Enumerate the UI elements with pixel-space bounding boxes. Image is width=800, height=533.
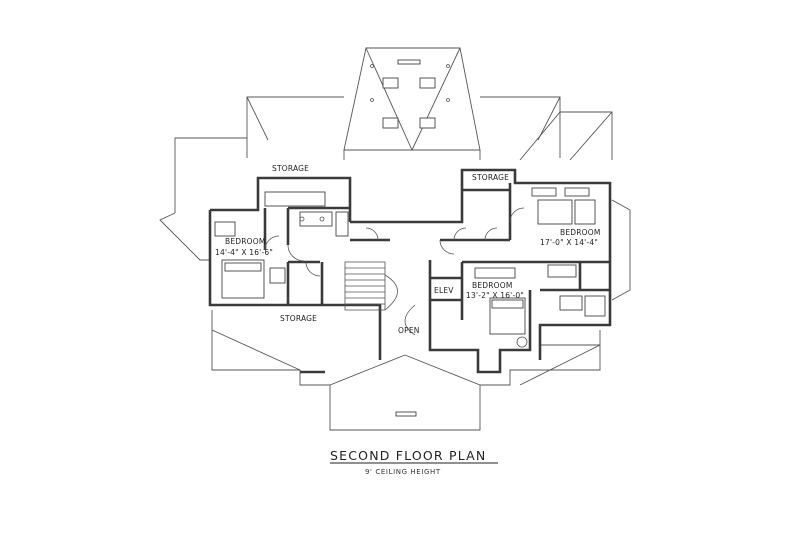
plan-title: SECOND FLOOR PLAN (330, 448, 486, 463)
storage-bottom-left-label: STORAGE (280, 314, 317, 323)
dormer-windows (370, 59, 450, 417)
bedroom-2-size: 17'-0" X 14'-4" (540, 238, 598, 247)
storage-top-left-label: STORAGE (272, 164, 309, 173)
stair (344, 261, 416, 336)
exterior-walls (208, 168, 612, 374)
elevator-label: ELEV (434, 286, 454, 295)
open-label: OPEN (398, 326, 420, 335)
roof-outline (159, 47, 631, 431)
bedroom-3-size: 13'-2" X 16'-0" (466, 291, 524, 300)
interior-walls (263, 183, 610, 320)
bedroom-2-name: BEDROOM (560, 228, 601, 237)
plan-subtitle: 9' CEILING HEIGHT (365, 468, 441, 476)
bedroom-1-size: 14'-4" X 16'-6" (215, 248, 273, 257)
bedroom-1-name: BEDROOM (225, 237, 266, 246)
furniture (214, 187, 606, 348)
storage-top-right-label: STORAGE (472, 173, 509, 182)
door-swings (264, 207, 525, 277)
bedroom-3-name: BEDROOM (472, 281, 513, 290)
